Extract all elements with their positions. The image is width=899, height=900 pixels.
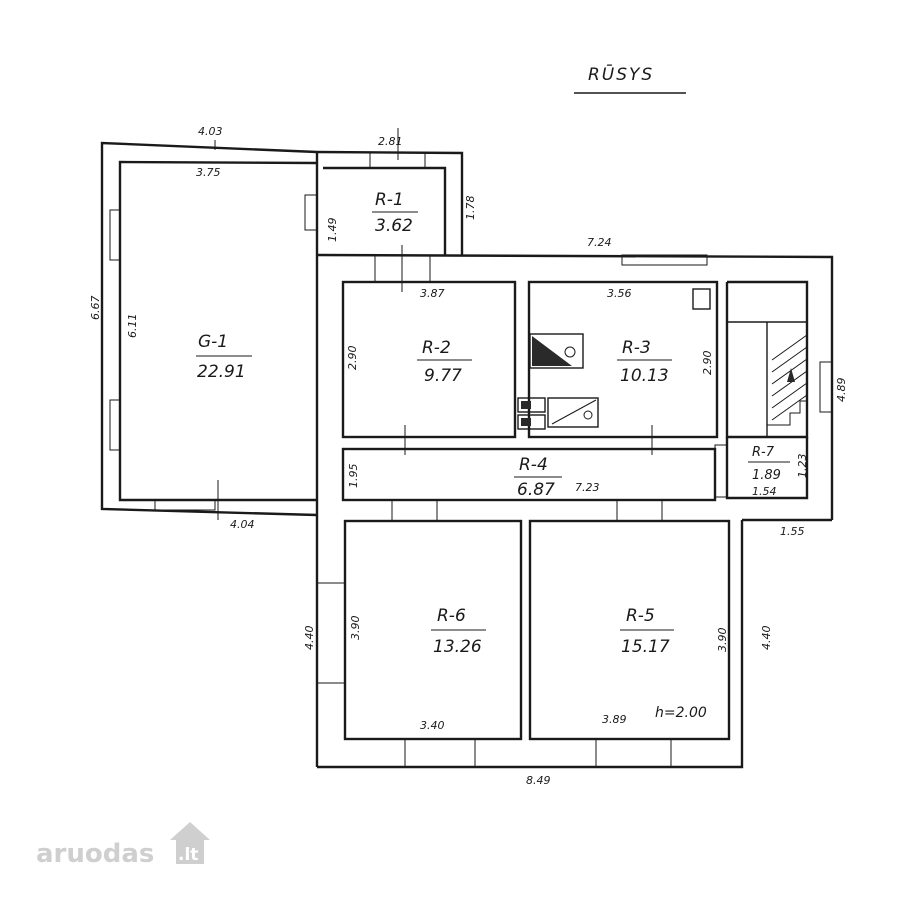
room-name-R-4: R-4	[519, 455, 548, 475]
room-area-R-7: 1.89	[752, 468, 781, 483]
dim-r4-height: 1.95	[347, 464, 360, 489]
dimension-labels: 4.03 3.75 2.81 1.49 1.78 6.67 6.11 4.04 …	[89, 125, 848, 787]
dim-r1-height-inner: 1.49	[326, 218, 339, 243]
dim-right-outer: 4.40	[760, 626, 773, 651]
room-name-R-7: R-7	[752, 445, 775, 460]
dim-r1-height-outer: 1.78	[464, 196, 477, 221]
watermark-brand: aruodas	[36, 839, 154, 869]
room-name-R-2: R-2	[422, 338, 451, 358]
dim-top-g1-inner: 3.75	[196, 166, 221, 179]
plan-title: RŪSYS	[588, 63, 654, 85]
dim-r5-height: 3.90	[716, 628, 729, 653]
dim-bottom-g1: 4.04	[230, 518, 255, 531]
room-area-R-4: 6.87	[517, 480, 555, 500]
room-area-R-2: 9.77	[424, 366, 462, 386]
room-name-G-1: G-1	[198, 332, 228, 352]
watermark: aruodas .lt	[36, 822, 210, 869]
dim-r5-width: 3.89	[602, 713, 627, 726]
dim-r3-height: 2.90	[701, 351, 714, 376]
dim-bottom-outer: 8.49	[526, 774, 551, 787]
room-name-R-1: R-1	[375, 190, 404, 210]
dim-stair-outer: 4.89	[835, 378, 848, 403]
room-area-G-1: 22.91	[197, 362, 246, 382]
dim-r7-width: 1.54	[752, 485, 777, 498]
dim-r4-length: 7.23	[575, 481, 600, 494]
dim-left-inner: 6.11	[126, 314, 139, 339]
room-labels: G-1 22.91 R-1 3.62 R-2 9.77 R-3 10.13 R-…	[196, 190, 790, 657]
walls	[100, 141, 834, 769]
watermark-house-icon	[176, 836, 204, 864]
watermark-roof-icon	[170, 822, 210, 840]
dim-step-right: 1.55	[780, 525, 805, 538]
staircase	[727, 321, 808, 437]
dim-r6-left-inner: 3.90	[349, 616, 362, 641]
room-area-R-6: 13.26	[433, 637, 482, 657]
room-area-R-1: 3.62	[375, 216, 413, 236]
room-name-R-3: R-3	[622, 338, 651, 358]
dim-r2-width: 3.87	[420, 287, 445, 300]
room-area-R-5: 15.17	[621, 637, 670, 657]
dim-r6-left-outer: 4.40	[303, 626, 316, 651]
room-area-R-3: 10.13	[620, 366, 669, 386]
fixtures	[517, 288, 711, 430]
dim-r2-height: 2.90	[346, 346, 359, 371]
dim-r7-height: 1.23	[796, 454, 809, 479]
dim-r3-width: 3.56	[607, 287, 632, 300]
dim-top-right-outer: 7.24	[587, 236, 612, 249]
room-name-R-5: R-5	[626, 606, 655, 626]
dim-top-r1-outer: 2.81	[378, 135, 403, 148]
dim-left-outer: 6.67	[89, 296, 102, 321]
watermark-suffix: .lt	[178, 845, 198, 865]
dim-top-g1-outer: 4.03	[198, 125, 223, 138]
ceiling-height: h=2.00	[655, 705, 707, 721]
dim-r6-width: 3.40	[420, 719, 445, 732]
room-name-R-6: R-6	[437, 606, 466, 626]
window-openings	[109, 151, 833, 768]
